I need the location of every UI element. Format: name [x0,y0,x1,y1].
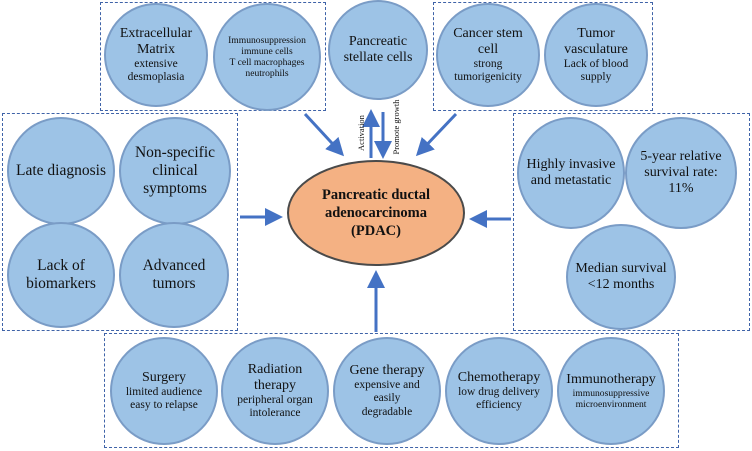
gene-sub-3: degradable [361,405,413,418]
late-diagnosis-label: Late diagnosis [16,162,106,180]
invasive-line-1: Highly invasive [526,156,616,172]
five-year-survival-node: 5-year relative survival rate: 11% [625,117,737,229]
pdac-line-3: (PDAC) [351,223,401,240]
immunosuppression-node: Immunosuppression immune cells T cell ma… [213,3,321,111]
surgery-sub-2: easy to relapse [130,399,198,412]
left-group-box [2,113,238,331]
activation-label: Activation [356,115,366,151]
nonspecific-line-2: clinical [152,162,198,180]
immunotherapy-sub-1: immunosuppressive [572,388,650,400]
top-left-group-box [100,2,326,111]
immuno-line-1: Immunosuppression [228,34,306,46]
surgery-title: Surgery [141,369,187,385]
radiation-title-1: Radiation [247,361,303,377]
top-right-group-box [433,2,653,111]
immunotherapy-node: Immunotherapy immunosuppressive microenv… [557,337,665,445]
non-specific-symptoms-node: Non-specific clinical symptoms [119,117,231,225]
biomarkers-line-1: Lack of [37,257,85,275]
chemo-sub-2: efficiency [476,399,522,412]
gene-title: Gene therapy [349,363,425,379]
survival5-line-2: survival rate: [644,164,718,180]
gene-therapy-node: Gene therapy expensive and easily degrad… [333,337,441,445]
vasc-sub-1: Lack of blood [563,57,629,70]
advanced-line-1: Advanced [142,257,206,275]
csc-sub-2: tumorigenicity [454,71,522,84]
gene-sub-1: expensive and [354,379,420,392]
right-group-box [513,113,750,331]
pdac-center-node: Pancreatic ductal adenocarcinoma (PDAC) [287,160,465,266]
advanced-tumors-node: Advanced tumors [119,222,229,328]
advanced-line-2: tumors [152,275,196,292]
arrow-from-top-left [303,112,345,157]
extracellular-matrix-node: Extracellular Matrix extensive desmoplas… [104,3,208,107]
radiation-sub-2: intolerance [249,407,301,420]
immunotherapy-title: Immunotherapy [566,371,656,387]
csc-sub-1: strong [473,57,503,70]
pdac-line-2: adenocarcinoma [324,204,428,221]
chemo-title: Chemotherapy [457,369,541,385]
highly-invasive-node: Highly invasive and metastatic [517,117,625,229]
csc-title-2: cell [477,41,499,57]
bottom-group-box [104,333,679,448]
vasc-title-2: vasculature [564,41,628,57]
surgery-node: Surgery limited audience easy to relapse [110,337,218,445]
median-line-2: <12 months [587,277,655,292]
lack-of-biomarkers-node: Lack of biomarkers [7,222,115,328]
biomarkers-line-2: biomarkers [26,275,96,292]
ecm-sub-2: desmoplasia [127,71,185,84]
tumor-vasculature-node: Tumor vasculature Lack of blood supply [544,3,648,107]
stellate-line-2: stellate cells [343,50,413,65]
pdac-line-1: Pancreatic ductal [321,186,431,203]
radiation-title-2: therapy [254,377,296,393]
ecm-sub-1: extensive [134,57,178,70]
arrow-from-top-right [415,112,458,157]
vasc-title-1: Tumor [577,25,615,41]
cancer-stem-cell-node: Cancer stem cell strong tumorigenicity [436,3,540,107]
gene-sub-2: easily [373,392,401,405]
ecm-title-1: Extracellular [119,25,193,41]
immuno-line-2: immune cells [241,45,293,57]
survival5-line-3: 11% [668,181,694,197]
immunotherapy-sub-2: microenvironment [575,399,647,411]
median-survival-node: Median survival <12 months [566,224,676,330]
late-diagnosis-node: Late diagnosis [7,117,115,225]
chemotherapy-node: Chemotherapy low drug delivery efficienc… [445,337,553,445]
ecm-title-2: Matrix [136,41,176,57]
radiation-therapy-node: Radiation therapy peripheral organ intol… [221,337,329,445]
immuno-line-4: neutrophils [245,68,289,80]
median-line-1: Median survival [575,260,667,276]
radiation-sub-1: peripheral organ [237,393,313,406]
stellate-line-1: Pancreatic [348,33,408,49]
pancreatic-stellate-cells-node: Pancreatic stellate cells [328,0,428,100]
csc-title-1: Cancer stem [453,25,523,41]
immuno-line-3: T cell macrophages [229,57,305,68]
invasive-line-2: and metastatic [530,173,612,188]
vasc-sub-2: supply [580,71,612,84]
nonspecific-line-1: Non-specific [134,144,216,162]
surgery-sub-1: limited audience [125,385,203,398]
survival5-line-1: 5-year relative [640,148,722,164]
promote-growth-label: Promote growth [391,99,401,155]
chemo-sub-1: low drug delivery [458,385,540,398]
nonspecific-line-3: symptoms [143,179,207,197]
